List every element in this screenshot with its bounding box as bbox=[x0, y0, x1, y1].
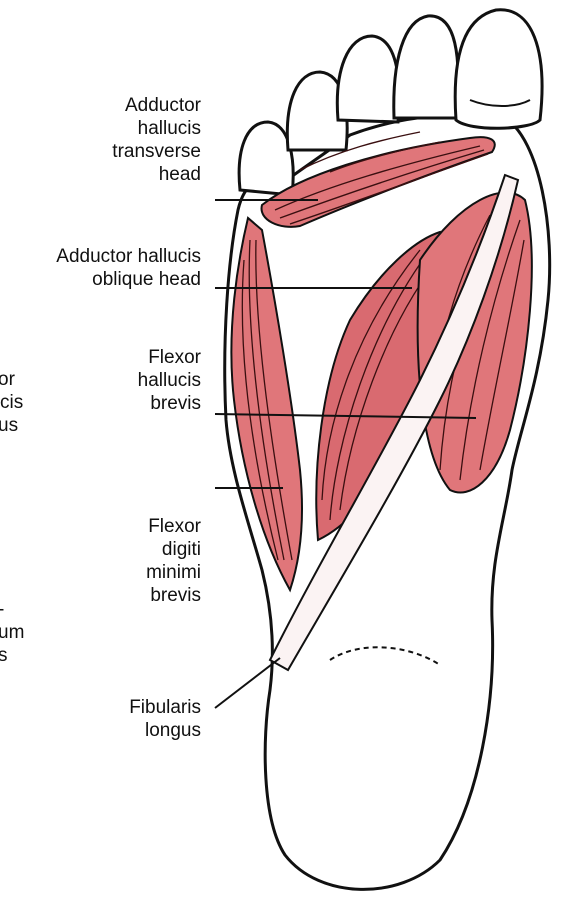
label-adductor-hallucis-oblique-head: Adductor hallucis oblique head bbox=[56, 245, 201, 291]
label-flexor-digiti-minimi-brevis: Flexor digiti minimi brevis bbox=[146, 515, 201, 607]
label-adductor-hallucis-transverse-head: Adductor hallucis transverse head bbox=[112, 94, 201, 186]
toe-great bbox=[455, 10, 542, 129]
label-flexor-hallucis-brevis: Flexor hallucis brevis bbox=[138, 346, 201, 415]
toe-second bbox=[394, 16, 458, 118]
label-fibularis-longus: Fibularis longus bbox=[129, 696, 201, 742]
label-cropped-flexor-hallucis-longus: or cis us bbox=[0, 368, 23, 437]
toe-third bbox=[337, 36, 399, 122]
toe-fifth bbox=[239, 122, 293, 195]
label-cropped-flexor-digitorum-longus: - um s bbox=[0, 598, 24, 667]
